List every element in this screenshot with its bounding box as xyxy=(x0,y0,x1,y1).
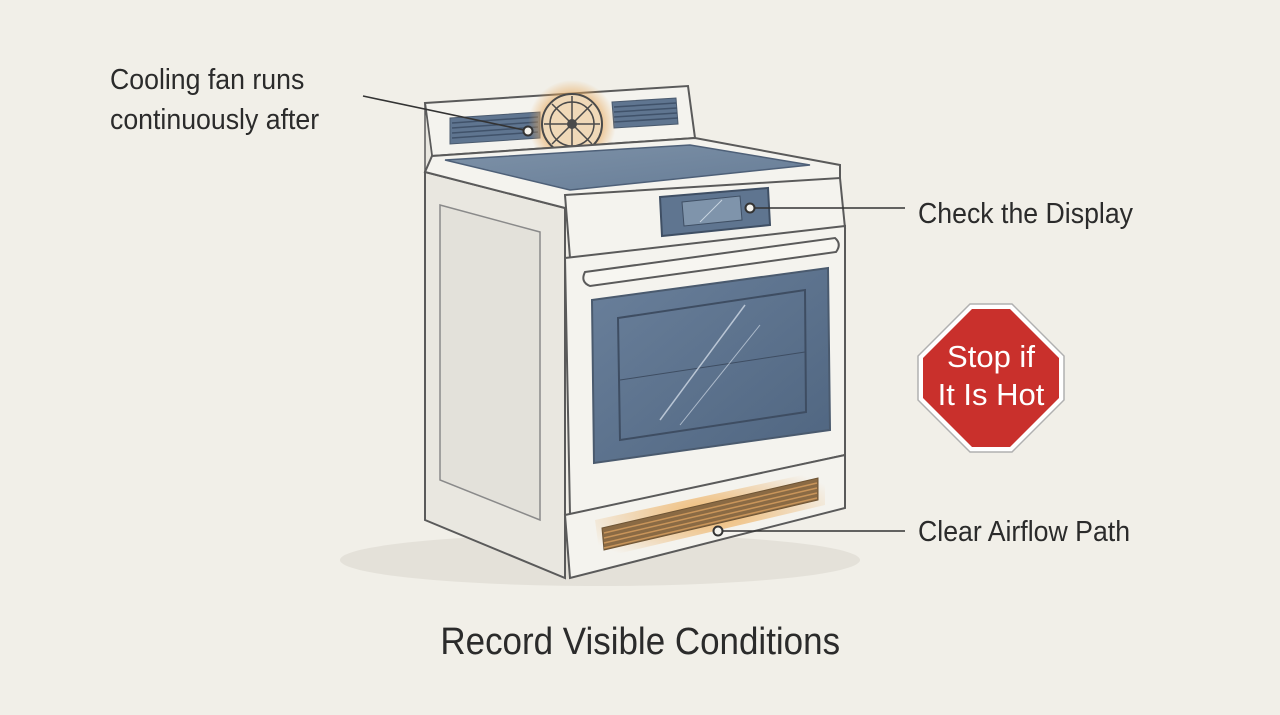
caption: Record Visible Conditions xyxy=(0,618,1280,666)
callout-display-line xyxy=(744,202,905,214)
control-panel xyxy=(563,176,847,260)
callout-fan-label-line1: Cooling fan runs xyxy=(110,64,305,96)
callout-fan-line xyxy=(362,95,534,137)
stop-sign-text: Stop if It Is Hot xyxy=(918,338,1064,414)
callout-fan-label: Cooling fan runs continuously after xyxy=(110,60,319,140)
oven-door xyxy=(563,224,846,517)
backguard xyxy=(423,84,697,173)
callout-display-label: Check the Display xyxy=(918,198,1134,230)
stop-sign-line1: Stop if xyxy=(947,339,1035,374)
oven-handle xyxy=(582,236,840,288)
bottom-vent-grille xyxy=(601,477,819,551)
stop-sign-line2: It Is Hot xyxy=(937,377,1045,412)
bottom-drawer xyxy=(563,453,846,580)
stop-sign-icon xyxy=(917,303,1065,453)
right-vent-grille xyxy=(611,97,679,129)
callout-airflow-line xyxy=(712,525,905,537)
caption-text: Record Visible Conditions xyxy=(440,621,840,663)
range-side-panel xyxy=(424,170,566,580)
callout-fan-label-line2: continuously after xyxy=(110,104,320,136)
oven-window xyxy=(590,266,832,465)
callout-airflow-label: Clear Airflow Path xyxy=(918,516,1131,548)
